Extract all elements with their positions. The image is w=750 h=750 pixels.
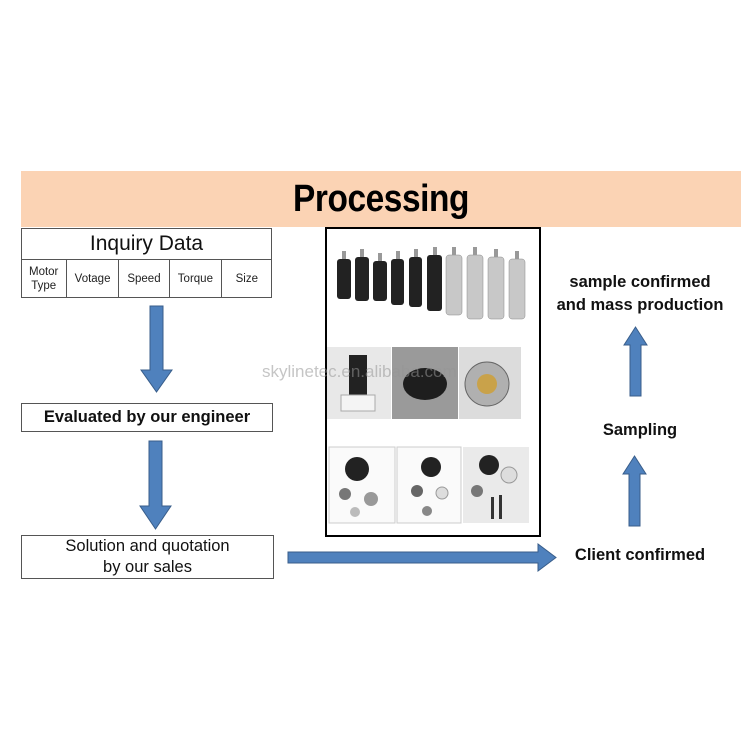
arrow-up-1 xyxy=(622,455,647,527)
solution-step-box: Solution and quotation by our sales xyxy=(21,535,274,579)
arrow-down-2 xyxy=(139,440,172,530)
sampling-label: Sampling xyxy=(602,421,678,439)
motor-with-flange-photo xyxy=(327,347,391,419)
title-banner xyxy=(21,171,741,227)
inquiry-col-speed: Speed xyxy=(119,260,171,298)
inquiry-columns: Motor Type Votage Speed Torque Size xyxy=(21,259,272,298)
arrow-right xyxy=(287,543,557,572)
gearbox-parts-photo-1 xyxy=(328,446,396,524)
mass-production-label: sample confirmed and mass production xyxy=(556,273,724,314)
motor-housing-photo xyxy=(392,347,458,419)
gear-motor-lineup-photo xyxy=(327,229,539,339)
gearbox-parts-photo-2 xyxy=(396,446,462,524)
arrow-down-1 xyxy=(140,305,173,393)
inquiry-col-motor-type: Motor Type xyxy=(21,260,68,298)
client-confirmed-label: Client confirmed xyxy=(574,546,706,564)
inquiry-data-title: Inquiry Data xyxy=(89,231,204,255)
inquiry-col-size: Size xyxy=(235,273,258,285)
inquiry-col-torque: Torque xyxy=(170,260,222,298)
inquiry-data-box xyxy=(21,228,272,298)
watermark: skylinetec.en.alibaba.com xyxy=(262,362,457,381)
page-title: Processing xyxy=(293,177,469,220)
motor-internal-photo xyxy=(459,347,521,419)
inquiry-col-votage: Votage xyxy=(67,260,119,298)
evaluated-step-box: Evaluated by our engineer xyxy=(21,403,273,432)
arrow-up-2 xyxy=(623,326,648,397)
gearbox-parts-photo-3 xyxy=(463,447,529,523)
photo-collage-images xyxy=(327,229,539,524)
